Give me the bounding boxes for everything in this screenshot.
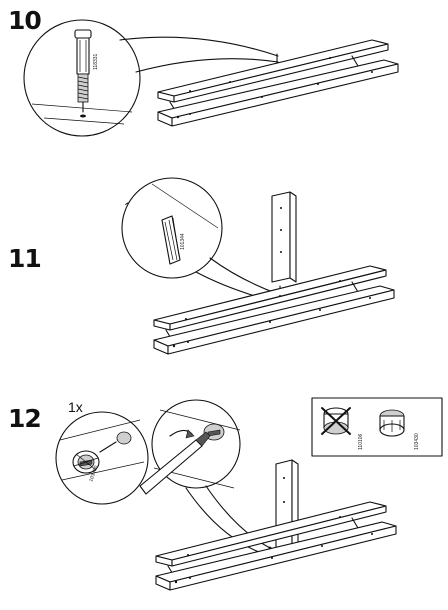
cam-hole [116, 431, 132, 445]
callout-line [205, 485, 271, 549]
step-12-illustration: 103430 110106 [55, 397, 443, 591]
cam-lock-nut [72, 450, 100, 474]
quantity-label: 1x [68, 399, 83, 415]
cam-lock-correct-icon [379, 409, 405, 437]
step-number: 12 [8, 404, 42, 433]
insert-arrow [99, 441, 117, 453]
callout-line [185, 487, 265, 555]
frame-rail-upper [157, 39, 389, 113]
part-label: 101344 [180, 233, 186, 250]
part-label: 118331 [93, 53, 99, 70]
frame-rail-upper [153, 265, 387, 341]
step-number: 11 [8, 244, 42, 273]
cam-lock-wrong-icon [321, 407, 351, 435]
part-label: 103430 [88, 465, 99, 483]
hardware-reference-box: 110106 103430 [311, 397, 443, 457]
screwdriver [139, 431, 211, 495]
detail-callout-circle [55, 411, 149, 505]
cam-bolt [74, 29, 92, 118]
panel-surface [31, 103, 133, 113]
step-10-illustration: 118331 [23, 19, 399, 137]
panel-edge [59, 419, 145, 481]
step-11: 11 1x 101344 [0, 170, 448, 370]
panel-edge [151, 183, 219, 229]
step-number: 10 [8, 6, 42, 35]
callout-line [135, 58, 279, 73]
part-label: 103430 [414, 433, 420, 450]
part-label: 110106 [358, 433, 364, 450]
wooden-dowel [161, 215, 181, 265]
frame-rail-upper [155, 501, 387, 577]
frame-rail-lower [157, 59, 399, 127]
step-10: 10 118331 [0, 0, 448, 170]
panel-surface [43, 117, 125, 125]
callout-line [119, 36, 279, 57]
frame-rail-lower [155, 521, 397, 591]
frame-rail-lower [153, 285, 395, 355]
vertical-leg-panel [271, 191, 297, 283]
step-12: 12 1x 103430 [0, 370, 448, 610]
step-11-illustration: 101344 [121, 177, 395, 355]
callout-line [209, 257, 279, 295]
